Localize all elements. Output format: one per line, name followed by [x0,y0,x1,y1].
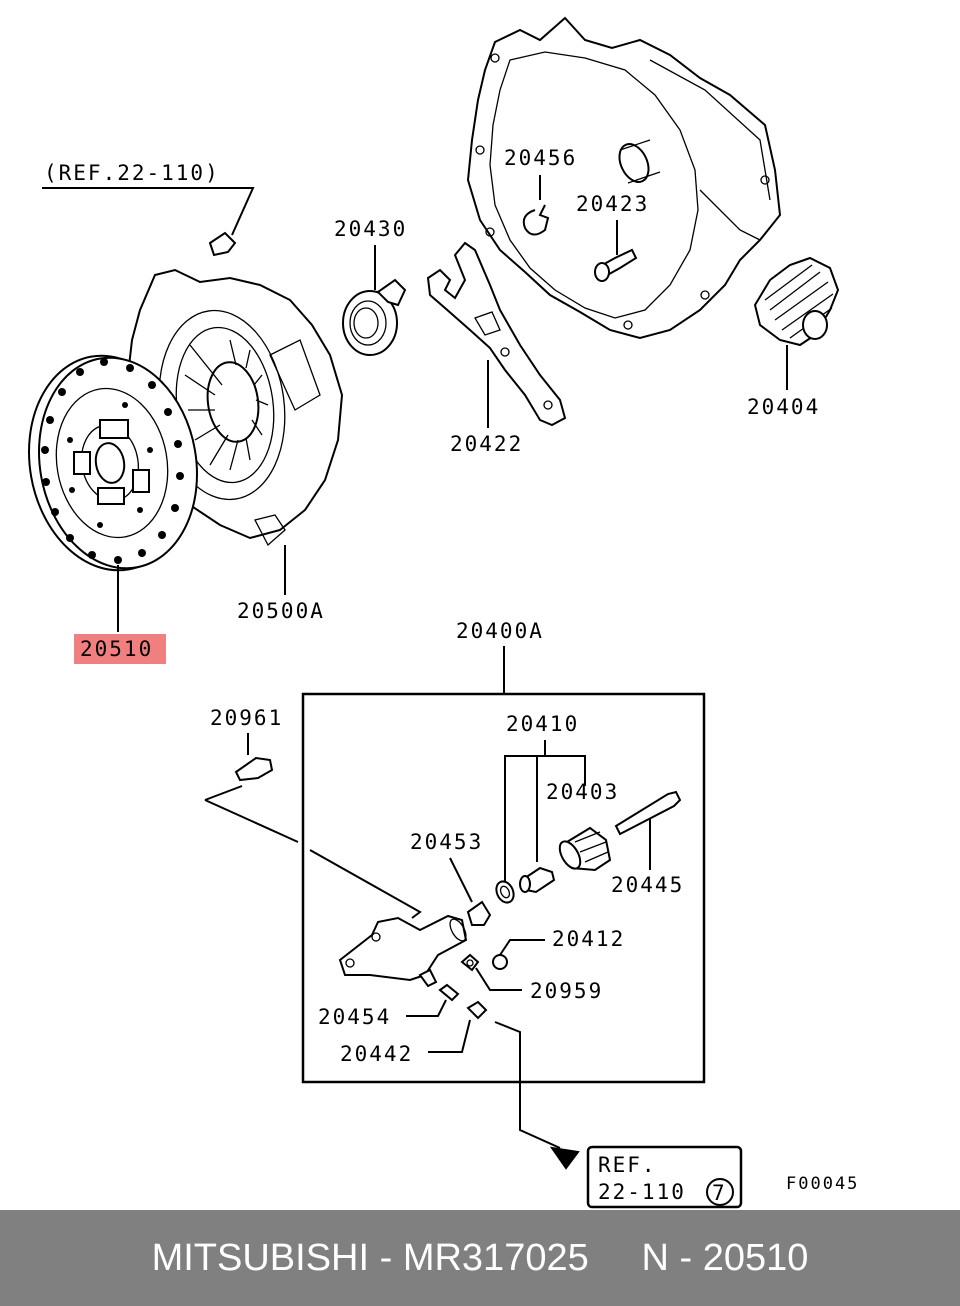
label-20423: 20423 [576,192,649,216]
label-20430: 20430 [334,217,407,241]
label-20453: 20453 [410,830,483,854]
footer-text: MITSUBISHI - MR317025 N - 20510 [151,1236,809,1279]
boot-20404 [753,256,840,390]
cap-20442 [428,1000,488,1053]
label-20403: 20403 [546,780,619,804]
clutch-parts-diagram: (REF.22-110) 20456 20423 20430 20422 204… [28,16,859,1209]
transmission-housing [466,16,782,340]
ref-box-line1: REF. [598,1153,657,1177]
seal-ring [495,880,515,904]
ref-22-110-leader [42,187,255,257]
ref-box-line2: 22-110 [598,1180,686,1204]
label-20400A: 20400A [456,619,544,643]
label-20445: 20445 [611,873,684,897]
bolt-20454 [406,968,460,1017]
label-20961: 20961 [210,706,283,730]
ref-box-circle-number: 7 [712,1181,725,1205]
clutch-disc-20510 [28,354,198,632]
label-20404: 20404 [747,395,820,419]
piston-20410 [519,866,556,894]
boot-20453 [449,857,492,926]
push-rod-20445 [614,790,682,870]
figure-code: F00045 [786,1174,859,1194]
release-bearing-20430 [342,245,407,356]
label-20454: 20454 [318,1005,391,1029]
label-20500A: 20500A [237,599,325,623]
ref-box [586,1145,743,1209]
label-ref-top: (REF.22-110) [44,161,220,185]
footer-bar: MITSUBISHI - MR317025 N - 20510 [0,1210,960,1306]
label-20510: 20510 [80,637,153,661]
label-20410: 20410 [506,712,579,736]
bleeder-20959 [460,953,522,991]
ref-arrow [549,1146,580,1170]
label-20456: 20456 [504,146,577,170]
bolt-20961 [204,733,422,919]
slave-cylinder-body [338,914,468,982]
ref-leader [494,1021,561,1149]
ball-20412 [492,939,545,970]
piston-cup-20403 [558,826,612,872]
assembly-box-20400A [301,692,706,1084]
release-fork-20422 [426,241,567,428]
highlight-20510 [74,634,166,664]
label-20959: 20959 [530,979,603,1003]
bolt-20423 [594,220,638,282]
clip-20456 [522,175,550,236]
label-20442: 20442 [340,1042,413,1066]
label-20412: 20412 [552,927,625,951]
label-20422: 20422 [450,432,523,456]
ref-box-circle [706,1178,734,1206]
